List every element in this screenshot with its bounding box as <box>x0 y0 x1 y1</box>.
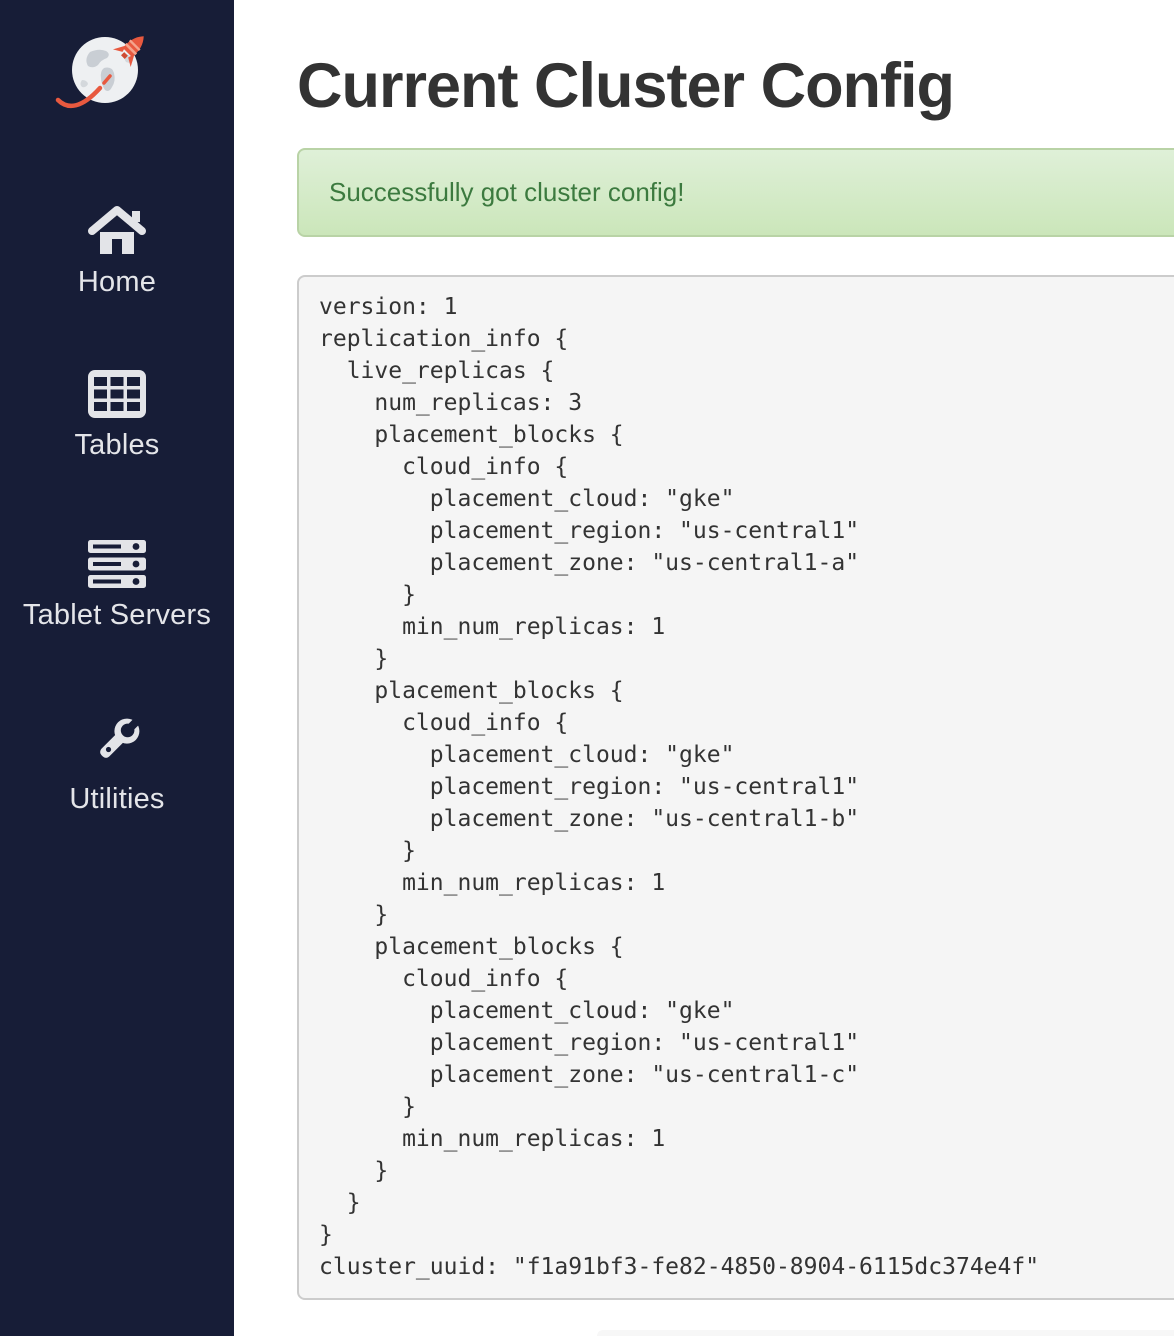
sidebar-item-label: Utilities <box>69 783 165 815</box>
wrench-icon <box>100 717 141 758</box>
yugabyte-logo[interactable] <box>52 24 158 120</box>
sidebar-item-label: Tables <box>74 429 160 461</box>
globe-rocket-icon <box>55 36 144 109</box>
sidebar-item-utilities[interactable]: Utilities <box>0 710 234 816</box>
cluster-config-text: version: 1 replication_info { live_repli… <box>297 275 1174 1300</box>
sidebar-item-label: Home <box>77 266 157 298</box>
sidebar-item-home[interactable]: Home <box>0 203 234 299</box>
partial-panel-bottom <box>597 1330 1174 1336</box>
alert-message: Successfully got cluster config! <box>329 177 685 207</box>
sidebar: Home Tables <box>0 0 234 1336</box>
tables-icon <box>88 370 146 418</box>
sidebar-item-label: Tablet Servers <box>22 599 212 631</box>
success-alert: Successfully got cluster config! <box>297 148 1174 237</box>
sidebar-item-tablet-servers[interactable]: Tablet Servers <box>0 540 234 632</box>
home-icon <box>88 206 146 254</box>
sidebar-item-tables[interactable]: Tables <box>0 370 234 462</box>
page-title: Current Cluster Config <box>297 51 955 121</box>
tablet-servers-icon <box>88 540 146 588</box>
